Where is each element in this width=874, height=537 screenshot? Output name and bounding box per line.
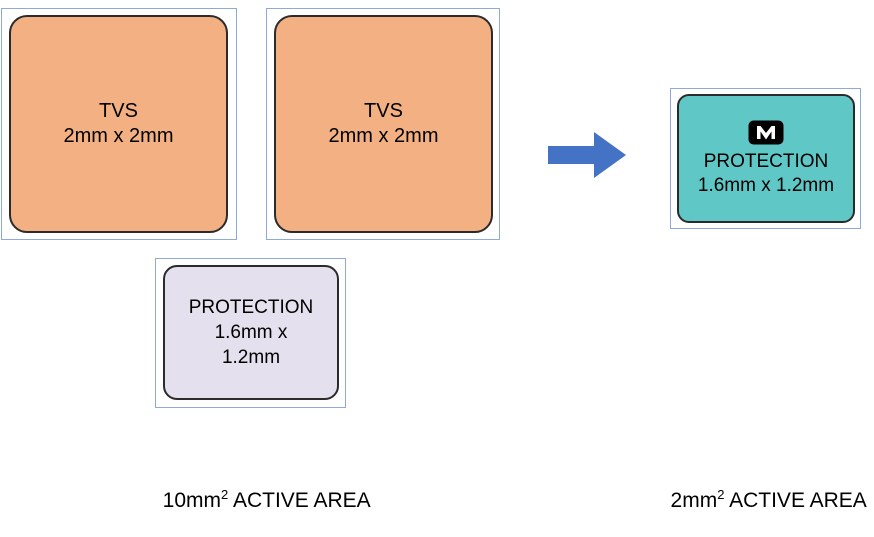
right-arrow-icon [548, 129, 628, 181]
figure-die-area-comparison: TVS 2mm x 2mm TVS 2mm x 2mm PROTECTION 1… [1, 8, 867, 512]
caption-after-text: 2mm [670, 489, 718, 512]
protection-before-label: PROTECTION [188, 297, 314, 318]
protection-before-size-line2: 1.2mm [221, 347, 281, 368]
caption-after-superscript: 2 [717, 487, 725, 502]
protection-chip-after: PROTECTION 1.6mm x 1.2mm [677, 94, 855, 223]
protection-before-size-line1: 1.6mm x [214, 322, 288, 343]
caption-before: 10mm2 ACTIVE AREA [0, 465, 510, 537]
caption-before-text: 10mm [162, 489, 222, 512]
caption-after: 2mm2 ACTIVE AREA [640, 465, 874, 537]
caption-before-superscript: 2 [221, 487, 229, 502]
tvs2-label: TVS [364, 100, 403, 122]
protection-chip-before: PROTECTION 1.6mm x 1.2mm [163, 265, 339, 400]
protection-after-size: 1.6mm x 1.2mm [697, 175, 835, 196]
tvs1-size: 2mm x 2mm [63, 125, 174, 147]
caption-before-rest: ACTIVE AREA [228, 489, 371, 512]
tvs2-size: 2mm x 2mm [328, 125, 439, 147]
tvs1-label: TVS [99, 100, 138, 122]
tvs2-chip: TVS 2mm x 2mm [274, 15, 493, 233]
protection-after-label: PROTECTION [703, 151, 829, 172]
maxim-logo-icon [747, 119, 785, 146]
caption-after-rest: ACTIVE AREA [724, 489, 867, 512]
tvs1-chip: TVS 2mm x 2mm [9, 15, 228, 233]
